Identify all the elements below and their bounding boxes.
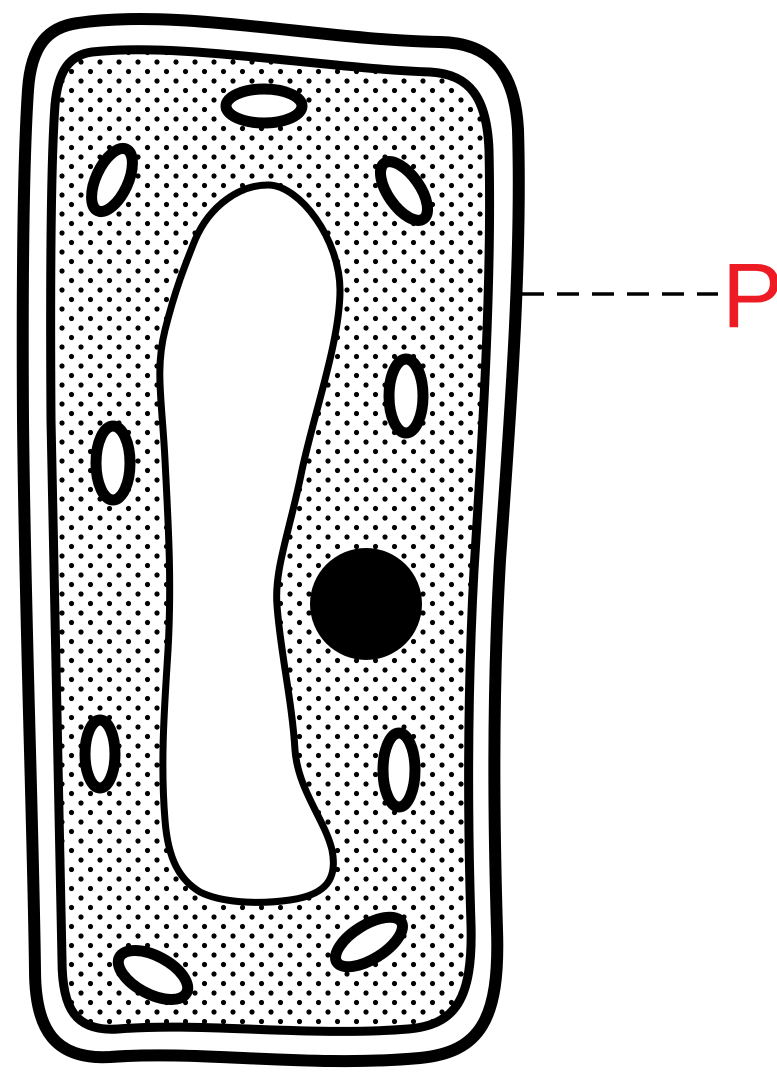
label-p: P (722, 245, 777, 347)
chloroplast (389, 359, 423, 433)
chloroplast (85, 720, 115, 788)
nucleus (310, 548, 422, 660)
chloroplast (226, 89, 302, 123)
chloroplast (96, 426, 130, 500)
chloroplast (383, 733, 415, 807)
